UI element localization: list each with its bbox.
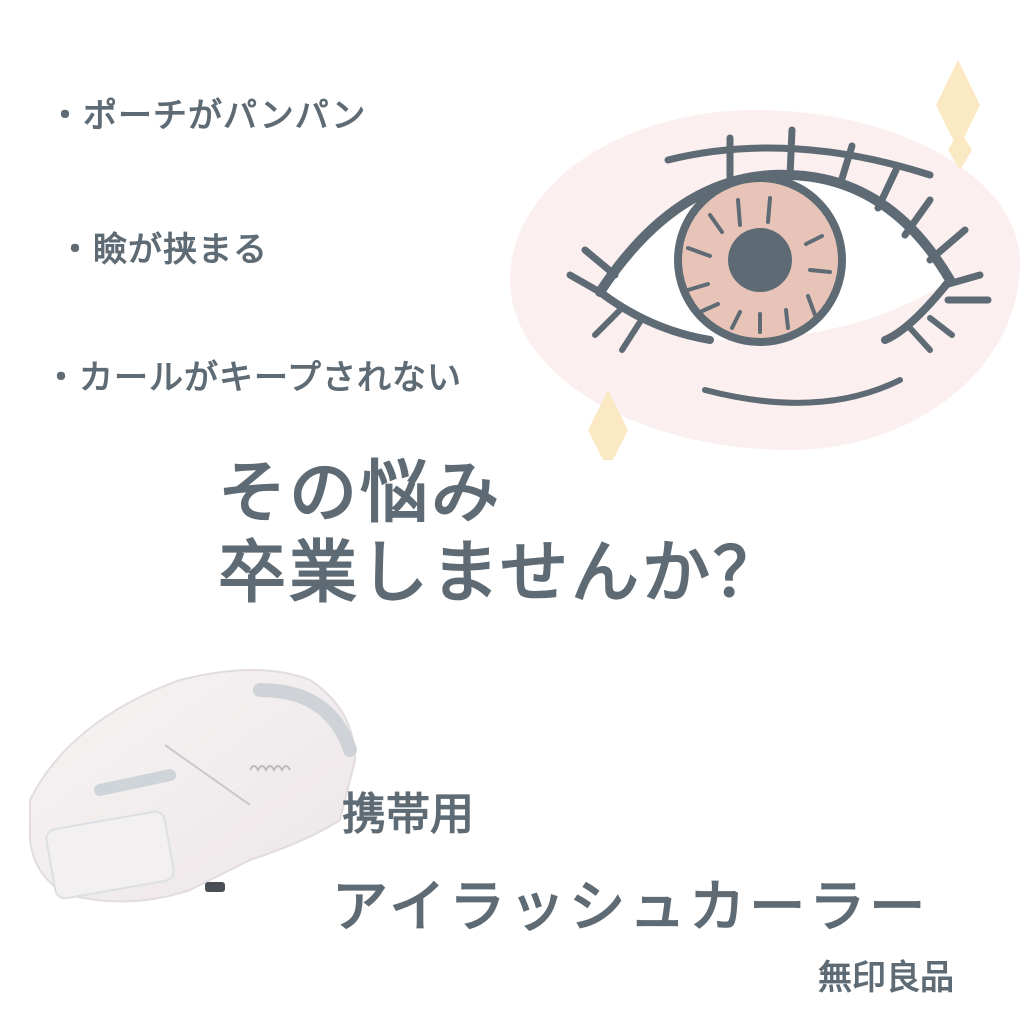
product-name: アイラッシュカーラー	[332, 875, 930, 940]
brand-name: 無印良品	[818, 958, 954, 998]
product-type-label: 携帯用	[342, 789, 474, 840]
headline-line-2: 卒業しませんか？	[218, 534, 784, 613]
headline-line-1: その悩み	[218, 454, 503, 533]
sparkle-icon	[936, 60, 980, 150]
concern-item-curl-not-kept: ・カールがキープされない	[44, 358, 462, 398]
concern-item-eyelid-pinched: ・瞼が挟まる	[58, 230, 268, 270]
eyelash-curler-image	[29, 669, 357, 903]
eye-illustration	[566, 60, 992, 460]
concern-item-pouch-full: ・ポーチがパンパン	[48, 96, 367, 136]
sparkle-icon	[588, 390, 628, 460]
sparkle-icon	[948, 130, 972, 170]
